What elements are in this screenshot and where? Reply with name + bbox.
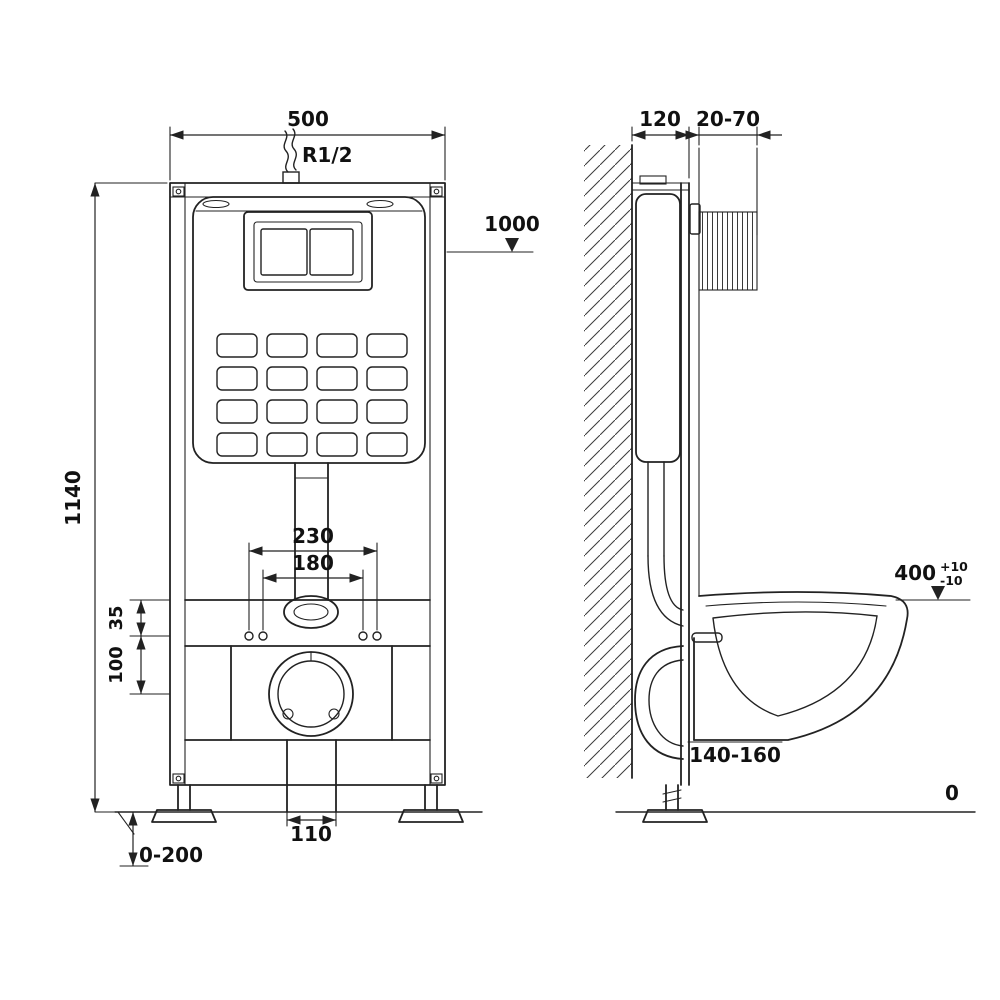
dim-frame-depth: 120 [631, 107, 690, 179]
adjustable-feet [151, 784, 464, 823]
dim-frame-height: 1140 [61, 182, 168, 813]
frame-depth-label: 120 [639, 107, 681, 131]
bowl-height-label: 400 [894, 561, 936, 585]
frame-profile [631, 175, 690, 786]
offset-100-label: 100 [106, 646, 127, 684]
dim-fixing-span-inner: 180 [262, 551, 364, 631]
dim-bowl-height: 400 +10 -10 [894, 559, 971, 601]
finished-wall-panel [689, 147, 758, 597]
front-view: R1/2 500 1000 1140 230 [61, 107, 540, 867]
frame-height-label: 1140 [61, 470, 85, 526]
outlet-width-label: 110 [290, 822, 332, 846]
flush-plate [243, 211, 373, 291]
dim-fixing-span-outer: 230 [248, 524, 378, 631]
cistern-front [192, 196, 426, 464]
inlet-thread-label: R1/2 [302, 143, 353, 167]
dim-panel-height: 1000 [446, 212, 540, 253]
seat-hinge-bar [691, 632, 723, 643]
panel-height-label: 1000 [484, 212, 540, 236]
toilet-bowl [691, 591, 909, 741]
mounting-frame [169, 182, 446, 786]
offset-35-label: 35 [106, 605, 127, 630]
dim-frame-width: 500 [169, 107, 446, 181]
floor-level-label: 0 [945, 781, 959, 805]
dim-offsets-left: 35 100 [106, 599, 171, 695]
fixing-span-outer-label: 230 [292, 524, 334, 548]
leg-range-label: 0-200 [139, 843, 203, 867]
waste-opening [268, 651, 354, 737]
outlet-pipe-front [286, 739, 337, 813]
water-inlet: R1/2 [282, 128, 353, 184]
flush-plate-side [689, 203, 701, 235]
frame-width-label: 500 [287, 107, 329, 131]
cistern-side [635, 193, 681, 463]
dim-finish-range: 20-70 [674, 107, 782, 146]
outlet-height-label: 140-160 [689, 743, 781, 767]
finish-range-label: 20-70 [696, 107, 760, 131]
side-foot [642, 784, 708, 823]
fixing-span-inner-label: 180 [292, 551, 334, 575]
dim-outlet-width: 110 [286, 811, 337, 846]
flush-pipe-side [647, 461, 684, 627]
waste-elbow [634, 645, 684, 760]
dim-outlet-height: 140-160 [687, 741, 783, 767]
bowl-height-tol-plus: +10 [940, 559, 968, 574]
dim-leg-range: 0-200 [117, 811, 203, 867]
cistern-grid [216, 333, 408, 457]
wall-section [584, 144, 633, 779]
fixing-bracket [184, 599, 431, 741]
side-view: 120 20-70 400 +10 -10 140-160 0 [584, 107, 976, 823]
bowl-height-tol-minus: -10 [940, 573, 963, 588]
